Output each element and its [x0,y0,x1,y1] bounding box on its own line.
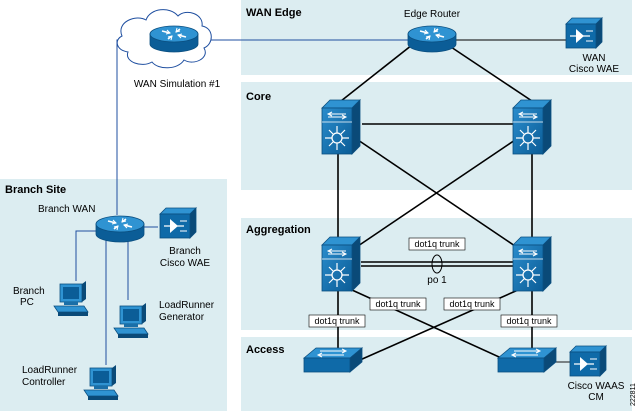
waas-cm-label-1: Cisco WAAS [568,381,625,392]
zone-title-wan-edge: WAN Edge [246,7,302,19]
trunk-label-agg-left-cross: dot1q trunk [369,297,427,311]
branch-pc-label-2: PC [20,297,34,308]
zone-title-aggregation: Aggregation [246,224,311,236]
link-edge-to-core-right [447,44,533,102]
waas-cm-label-2: CM [588,392,604,403]
portchannel-label: po 1 [427,275,447,286]
link-branch-to-pc [75,230,100,281]
wan-simulation-router [149,25,199,53]
loadrunner-controller-label-2: Controller [22,377,66,388]
zone-access [241,337,632,411]
branch-waas-appliance [159,207,197,239]
zone-title-access: Access [246,344,285,356]
branch-waas-label-2: Cisco WAE [160,258,211,269]
branch-waas-label-1: Branch [169,246,201,257]
trunk-label-agg-left-cross-text: dot1q trunk [375,299,421,309]
zone-core [241,82,632,190]
core-switch-left [321,99,361,155]
zone-aggregation [241,218,632,330]
zone-title-branch-site: Branch Site [5,184,66,196]
aggregation-switch-right [512,236,552,292]
zone-title-core: Core [246,91,271,103]
waas-cm-appliance [569,345,607,377]
figure-id: 222811 [630,383,637,406]
branch-pc-label-1: Branch [13,286,45,297]
loadrunner-controller-label-1: LoadRunner [22,365,78,376]
branch-wan-label: Branch WAN [38,204,95,215]
trunk-label-agg-right-cross: dot1q trunk [443,297,501,311]
access-switch-left [303,347,363,373]
edge-router [407,25,457,53]
wan-simulation-label: WAN Simulation #1 [134,79,221,90]
wan-waas-appliance [565,17,603,49]
loadrunner-generator-label-1: LoadRunner [159,300,215,311]
link-edge-to-core-left [340,44,413,102]
trunk-label-access-right-text: dot1q trunk [506,316,552,326]
trunk-label-agg-top: dot1q trunk [408,237,466,251]
trunk-label-access-right: dot1q trunk [500,314,558,328]
branch-wan-router [95,215,145,243]
loadrunner-generator-label-2: Generator [159,312,205,323]
trunk-label-access-left-text: dot1q trunk [314,316,360,326]
core-switch-right [512,99,552,155]
access-switch-right [497,347,557,373]
edge-router-label: Edge Router [404,9,461,20]
link-core-right-agg-left [357,139,516,247]
trunk-label-agg-right-cross-text: dot1q trunk [449,299,495,309]
aggregation-switch-left [321,236,361,292]
wan-waas-label-2: Cisco WAE [569,64,620,75]
portchannel-ring [431,254,443,274]
wan-waas-label-1: WAN [583,53,606,64]
trunk-label-agg-top-text: dot1q trunk [414,239,460,249]
trunk-label-access-left: dot1q trunk [308,314,366,328]
thin-links [456,39,570,363]
